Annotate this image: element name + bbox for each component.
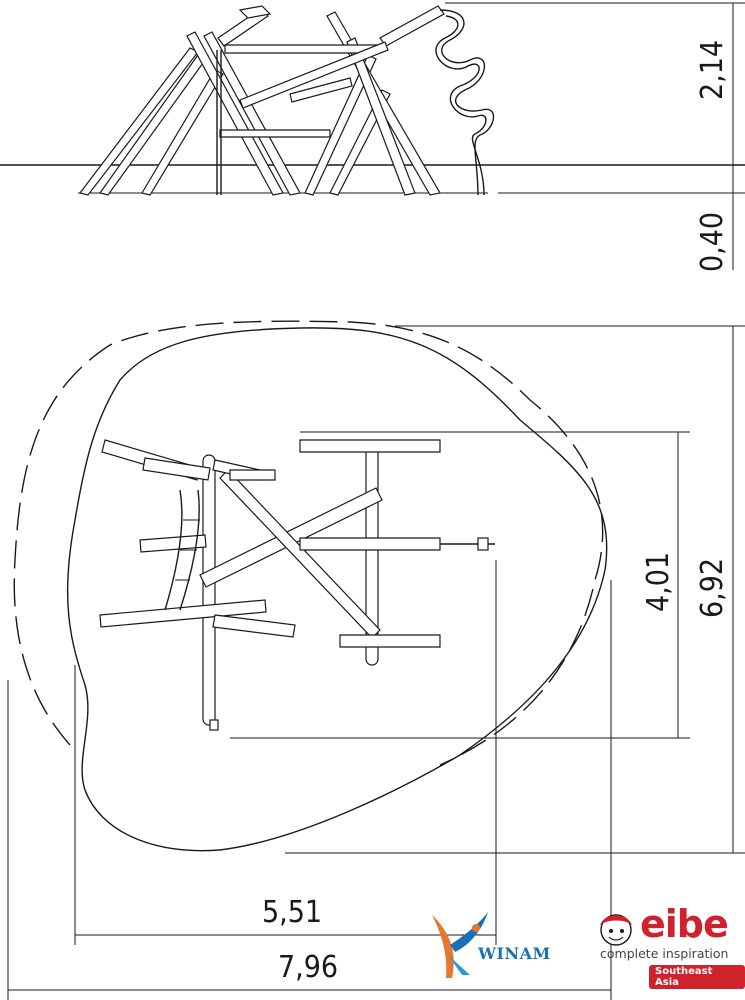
winam-logo-mark xyxy=(432,912,488,978)
safety-zone-dashed xyxy=(13,320,604,766)
elevation-view: 2,14 0,40 xyxy=(0,2,745,272)
dim-outer-depth: 6,92 xyxy=(695,558,730,618)
dim-depth-below: 0,40 xyxy=(695,212,730,272)
impact-area-outline xyxy=(66,327,608,852)
plan-view: 4,01 6,92 5,51 7,96 xyxy=(7,320,745,1000)
dim-height-above: 2,14 xyxy=(695,40,730,100)
eibe-logo-text: eibe xyxy=(640,902,729,946)
eibe-tagline: complete inspiration xyxy=(600,946,729,961)
dim-outer-width: 7,96 xyxy=(278,950,338,985)
eibe-logo-mark xyxy=(600,914,632,946)
dim-inner-depth: 4,01 xyxy=(641,552,676,612)
winam-logo-text: WINAM xyxy=(478,944,551,963)
eibe-region-badge: Southeast Asia xyxy=(649,965,745,989)
elevation-frame xyxy=(78,5,495,196)
plan-equipment xyxy=(99,439,495,731)
dim-inner-width: 5,51 xyxy=(262,895,322,930)
